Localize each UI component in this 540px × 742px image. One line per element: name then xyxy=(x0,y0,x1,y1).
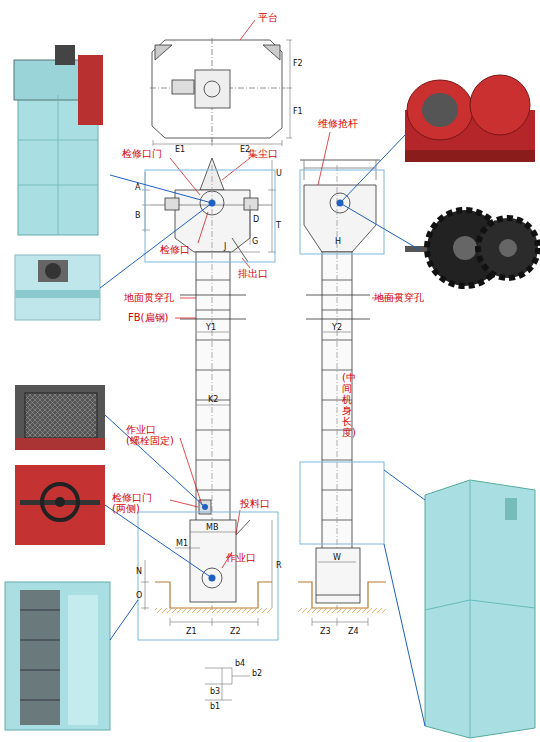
name-label: (中间机身长度) xyxy=(342,372,352,438)
dimension-label: D xyxy=(253,216,259,225)
dimension-label: W xyxy=(333,554,341,563)
dimension-label: N xyxy=(136,568,142,577)
name-label: 检修口 xyxy=(160,244,190,255)
name-label: 作业口 xyxy=(226,552,256,563)
name-label: 检修口门 xyxy=(122,148,162,159)
dimension-label: T xyxy=(276,222,281,231)
callout-dots xyxy=(202,200,344,582)
pit-outline xyxy=(155,582,272,608)
photo-casing xyxy=(425,480,535,738)
dimension-label: Y2 xyxy=(332,324,342,333)
side-view xyxy=(300,160,380,610)
dimension-label: J xyxy=(224,243,226,252)
dimension-label: b4 xyxy=(235,660,245,669)
dimension-label: F1 xyxy=(293,108,303,117)
dimension-label: b3 xyxy=(210,688,220,697)
dimension-label: G xyxy=(252,238,258,247)
dimension-label: M1 xyxy=(176,540,188,549)
dimension-label: MB xyxy=(206,524,218,533)
dimension-label: K2 xyxy=(208,396,218,405)
photo-sprocket xyxy=(405,210,538,286)
photo-grille xyxy=(15,385,105,450)
photo-boot xyxy=(5,582,110,730)
front-view xyxy=(150,158,272,610)
plan-view xyxy=(150,38,292,146)
callout-frames xyxy=(138,170,384,640)
name-label: 地面贯穿孔 xyxy=(374,292,424,303)
name-label: 投料口 xyxy=(240,498,270,509)
name-label: 检修口门 (两侧) xyxy=(112,492,174,514)
name-label: 地面贯穿孔 xyxy=(124,292,174,303)
dimension-label: Y1 xyxy=(206,324,216,333)
photo-head-small xyxy=(15,255,100,320)
dimension-label: Z4 xyxy=(348,628,359,637)
ground-hatch xyxy=(155,608,272,613)
photo-shaft xyxy=(15,465,105,545)
callout-lines xyxy=(100,135,425,726)
name-label: FB(扁钢) xyxy=(128,312,168,323)
name-label: 平台 xyxy=(258,12,278,23)
photo-head xyxy=(5,40,110,240)
dimension-label: B xyxy=(135,212,141,221)
dimension-label: E1 xyxy=(175,146,185,155)
dimension-label: U xyxy=(276,170,282,179)
name-label: 作业口 (螺栓固定) xyxy=(126,424,188,446)
dimension-label: b2 xyxy=(252,670,262,679)
dimension-label: H xyxy=(335,238,341,247)
name-label: 维修抢杆 xyxy=(318,118,358,129)
dimension-label: A xyxy=(135,184,140,193)
leader-lines xyxy=(170,20,402,568)
dimension-label: Z2 xyxy=(230,628,241,637)
name-label: 排出口 xyxy=(238,268,268,279)
dimension-label: Z1 xyxy=(186,628,197,637)
dimension-label: b1 xyxy=(210,703,220,712)
dimension-lines xyxy=(141,160,368,700)
dimension-label: F2 xyxy=(293,60,303,69)
dimension-label: Z3 xyxy=(320,628,331,637)
dimension-label: R xyxy=(276,562,282,571)
dimension-label: O xyxy=(136,592,142,601)
pit-outline xyxy=(298,582,386,608)
photo-bearing xyxy=(405,75,535,162)
ground-hatch xyxy=(298,608,386,613)
name-label: 集尘口 xyxy=(248,148,278,159)
